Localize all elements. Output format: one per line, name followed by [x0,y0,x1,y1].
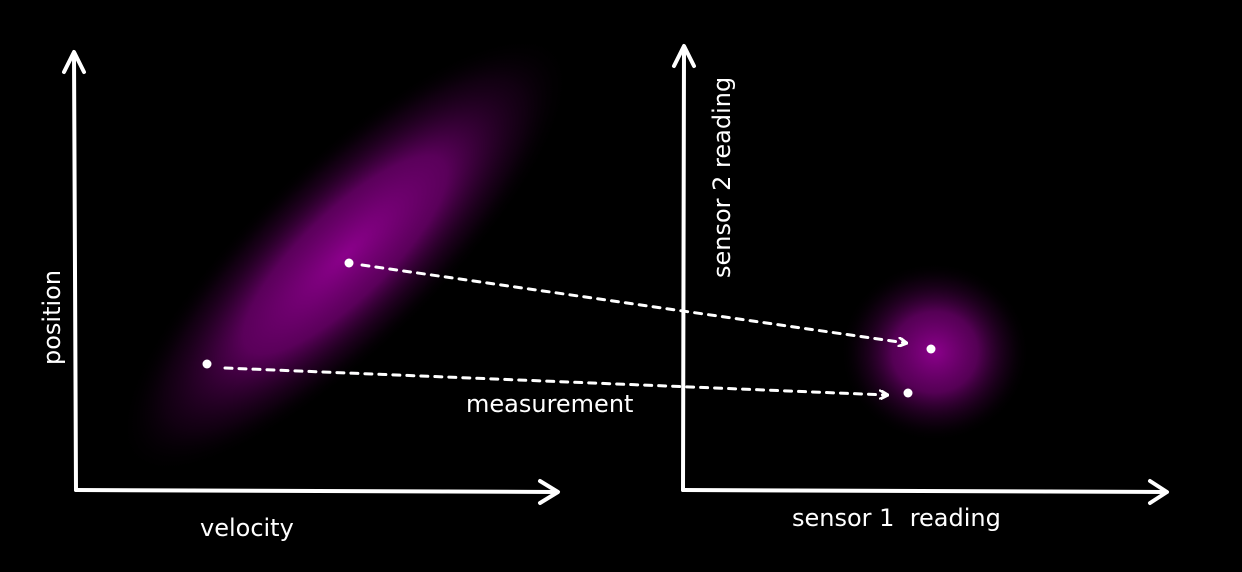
right-upper-point [926,344,936,354]
right-distribution [840,262,1030,442]
left-x-axis [74,488,558,494]
right-y-arrowhead [672,44,696,68]
upper-mapping-arrow [360,263,906,343]
right-y-axis [681,46,686,492]
left-x-axis-label: velocity [200,514,294,542]
left-y-arrowhead [62,50,86,74]
right-x-arrowhead [1148,479,1169,505]
left-lower-point [202,359,212,369]
left-y-axis-label: position [38,270,66,365]
right-x-axis-label: sensor 1 reading [792,504,1001,532]
right-x-axis [681,488,1167,494]
lower-mapping-arrow [223,366,887,395]
measurement-annotation: measurement [466,390,633,418]
left-x-arrowhead [538,479,560,505]
left-axes [62,50,560,505]
left-y-axis [72,52,78,492]
right-y-axis-label: sensor 2 reading [708,77,736,278]
right-lower-point [903,388,913,398]
left-distribution [119,35,571,475]
right-axes [672,44,1169,505]
left-upper-point [344,258,354,268]
